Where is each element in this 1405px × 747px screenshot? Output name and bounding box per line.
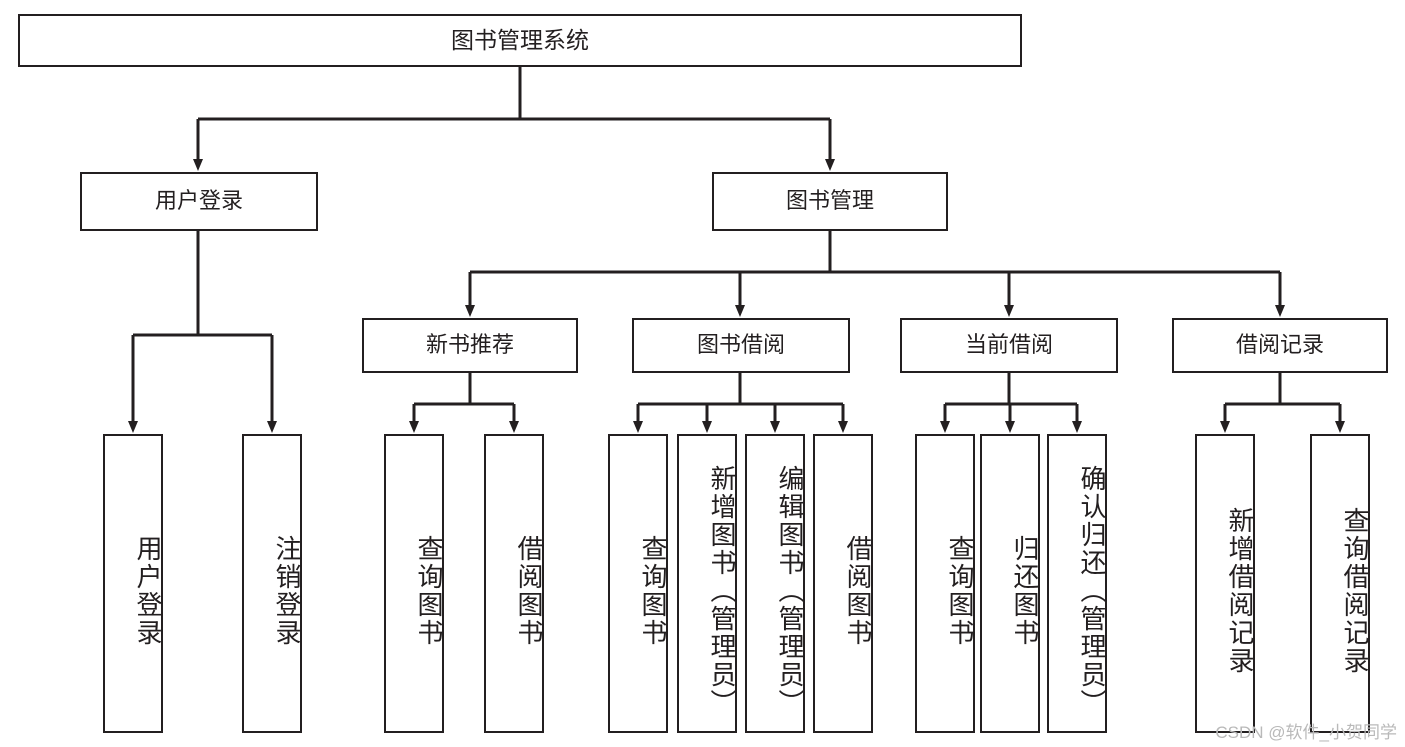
node-label: 图书管理系统 xyxy=(451,26,589,53)
leaf-query-book-borrow[interactable]: 查询图书 xyxy=(608,434,668,733)
leaf-query-book-current[interactable]: 查询图书 xyxy=(915,434,975,733)
leaf-borrow-book[interactable]: 借阅图书 xyxy=(813,434,873,733)
leaf-user-login[interactable]: 用户登录 xyxy=(103,434,163,733)
node-label: 归还图书 xyxy=(1010,534,1040,647)
node-book-manage[interactable]: 图书管理 xyxy=(712,172,948,231)
node-label: 用户登录 xyxy=(154,188,243,214)
node-label: 确认归还（管理员） xyxy=(1077,464,1107,717)
node-label: 当前借阅 xyxy=(964,332,1053,358)
node-current-borrow[interactable]: 当前借阅 xyxy=(900,318,1118,373)
node-label: 借阅图书 xyxy=(843,534,873,647)
node-label: 查询图书 xyxy=(638,534,668,647)
node-label: 新增图书（管理员） xyxy=(707,464,737,717)
node-label: 图书管理 xyxy=(785,188,874,214)
node-label: 编辑图书（管理员） xyxy=(775,464,805,717)
leaf-add-borrow-record[interactable]: 新增借阅记录 xyxy=(1195,434,1255,733)
node-user-login[interactable]: 用户登录 xyxy=(80,172,318,231)
node-label: 查询借阅记录 xyxy=(1340,506,1370,675)
node-label: 新书推荐 xyxy=(425,332,514,358)
leaf-query-book-recommend[interactable]: 查询图书 xyxy=(384,434,444,733)
leaf-confirm-return[interactable]: 确认归还（管理员） xyxy=(1047,434,1107,733)
node-label: 注销登录 xyxy=(272,534,302,647)
node-borrow-record[interactable]: 借阅记录 xyxy=(1172,318,1388,373)
node-label: 查询图书 xyxy=(414,534,444,647)
leaf-add-book[interactable]: 新增图书（管理员） xyxy=(677,434,737,733)
node-new-book-recommend[interactable]: 新书推荐 xyxy=(362,318,578,373)
node-label: 借阅图书 xyxy=(514,534,544,647)
node-root-system[interactable]: 图书管理系统 xyxy=(18,14,1022,67)
node-label: 用户登录 xyxy=(133,534,163,647)
node-book-borrow[interactable]: 图书借阅 xyxy=(632,318,850,373)
leaf-edit-book[interactable]: 编辑图书（管理员） xyxy=(745,434,805,733)
leaf-logout[interactable]: 注销登录 xyxy=(242,434,302,733)
node-label: 新增借阅记录 xyxy=(1225,506,1255,675)
leaf-return-book[interactable]: 归还图书 xyxy=(980,434,1040,733)
node-label: 查询图书 xyxy=(945,534,975,647)
leaf-query-borrow-record[interactable]: 查询借阅记录 xyxy=(1310,434,1370,733)
node-label: 图书借阅 xyxy=(696,332,785,358)
leaf-borrow-book-recommend[interactable]: 借阅图书 xyxy=(484,434,544,733)
node-label: 借阅记录 xyxy=(1235,332,1324,358)
